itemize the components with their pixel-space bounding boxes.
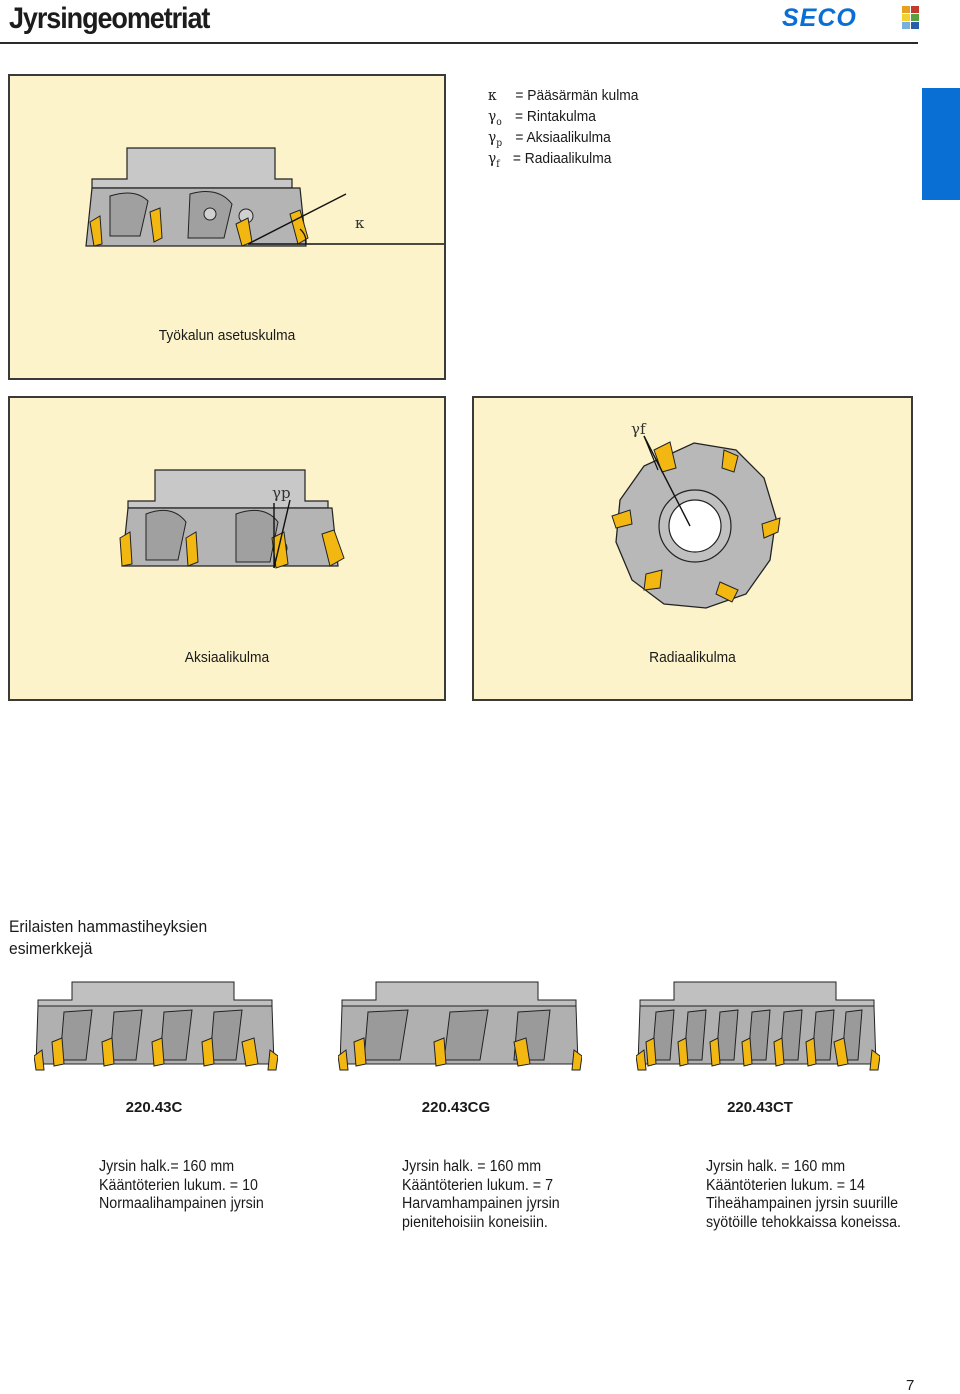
svg-text:SECO: SECO (782, 5, 857, 29)
cutter-side-view-diagram: κ (85, 147, 444, 247)
gamma-f-label: γf (631, 420, 647, 438)
cutter-spec: Jyrsin halk. = 160 mm Kääntöterien lukum… (402, 1158, 560, 1231)
legend-item: γf = Radiaalikulma (488, 149, 612, 170)
setting-angle-caption: Työkalun asetuskulma (158, 327, 296, 344)
page-title: Jyrsingeometriat (9, 2, 210, 35)
axial-angle-diagram: γp (119, 469, 345, 569)
section-heading: Erilaisten hammastiheyksien esimerkkejä (9, 917, 208, 958)
cutter-220-43cg-illustration (338, 981, 582, 1071)
model-label: 220.43CT (727, 1099, 793, 1116)
setting-angle-panel: κ = Pääsärmän kulma γo = Rintakulma γp =… (8, 74, 638, 380)
seco-logo: SECO (780, 5, 919, 29)
section-tab (922, 88, 960, 200)
cutter-220-43ct-illustration (636, 981, 880, 1071)
page-number: 7 (906, 1377, 915, 1394)
legend-item: κ = Pääsärmän kulma (488, 86, 639, 104)
axial-angle-panel: γp Aksiaalikulma (8, 396, 446, 701)
legend-item: γo = Rintakulma (488, 107, 596, 128)
kappa-label: κ (355, 214, 365, 232)
radial-angle-diagram: γf (611, 420, 781, 609)
cutter-spec: Jyrsin halk. = 160 mm Kääntöterien lukum… (706, 1158, 901, 1231)
title-rule (0, 42, 918, 44)
model-label: 220.43CG (421, 1099, 491, 1116)
cutter-220-43c-illustration (34, 981, 278, 1071)
radial-angle-caption: Radiaalikulma (649, 649, 736, 666)
legend-item: γp = Aksiaalikulma (488, 128, 611, 149)
model-label: 220.43C (125, 1099, 183, 1116)
radial-angle-panel: γf Radiaalikulma (472, 396, 913, 701)
gamma-p-label: γp (272, 484, 291, 502)
cutter-spec: Jyrsin halk.= 160 mm Kääntöterien lukum.… (99, 1158, 264, 1212)
kappa-symbol: κ (488, 86, 497, 104)
axial-angle-caption: Aksiaalikulma (184, 649, 270, 666)
